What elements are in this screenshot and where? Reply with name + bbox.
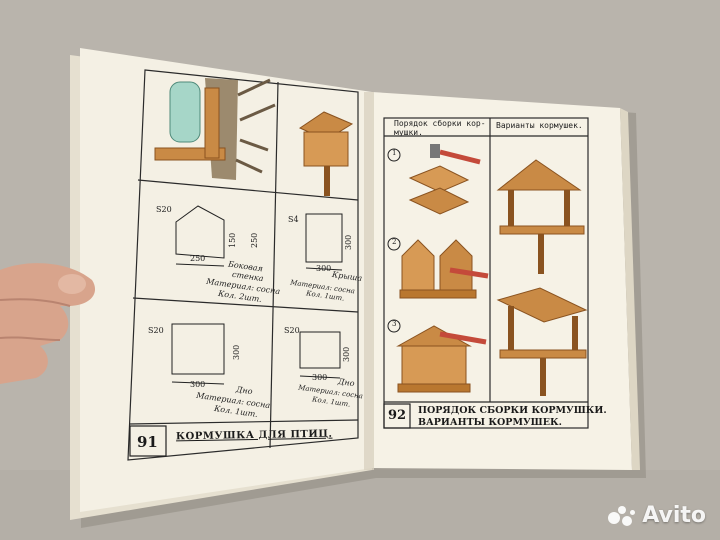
right-plate-number: 92 [388, 408, 407, 423]
feeder-variant-gable [496, 159, 585, 274]
right-plate-title-line-2: ВАРИАНТЫ КОРМУШЕК. [418, 417, 562, 428]
bottle-feeder-illustration [154, 78, 276, 180]
right-plate-number-box [383, 403, 411, 429]
right-plate-frame [383, 117, 589, 429]
bottom-width-label: 300 [190, 380, 206, 389]
side-width-label: 250 [190, 254, 206, 263]
small-width-label: 300 [312, 373, 328, 382]
assembly-header-line-1: Порядок сборки кор- [394, 119, 486, 128]
small-bottom-drawing [299, 331, 341, 379]
bottom-thickness-label: S20 [148, 326, 164, 335]
step-2-number: 2 [392, 238, 397, 246]
birdhouse-illustration [298, 111, 354, 196]
feeder-variant-flat [496, 287, 588, 396]
hand [0, 263, 96, 384]
variants-header: Варианты кормушек. [496, 121, 583, 130]
roof-thickness-label: S4 [288, 215, 299, 224]
left-plate-number-box [129, 425, 167, 457]
bottom-height-label: 300 [232, 344, 241, 360]
assembly-step-3 [387, 319, 487, 393]
left-page [70, 48, 372, 520]
roof-height-label: 300 [344, 234, 353, 250]
assembly-step-1 [387, 144, 481, 215]
small-height-label: 300 [342, 346, 351, 362]
side-wall-drawing [175, 205, 225, 267]
roof-width-label: 300 [316, 264, 332, 273]
avito-logo-icon [608, 505, 636, 526]
bottom-drawing [171, 323, 225, 385]
right-plate-title-line-1: ПОРЯДОК СБОРКИ КОРМУШКИ. [418, 405, 607, 416]
roof-drawing [305, 213, 343, 271]
small-thickness-label: S20 [284, 326, 300, 335]
assembly-header-line-2: мушки. [394, 128, 423, 137]
side-thickness-label: S20 [156, 205, 172, 214]
assembly-step-2 [387, 237, 489, 299]
left-plate-frame [127, 69, 359, 461]
side-height-a-label: 150 [228, 232, 237, 248]
avito-brand-text: Avito [642, 503, 706, 528]
avito-watermark: Avito [608, 503, 706, 528]
step-1-number: 1 [392, 149, 397, 157]
step-3-number: 3 [392, 320, 397, 328]
left-plate-number: 91 [137, 433, 158, 451]
side-height-b-label: 250 [250, 232, 259, 248]
